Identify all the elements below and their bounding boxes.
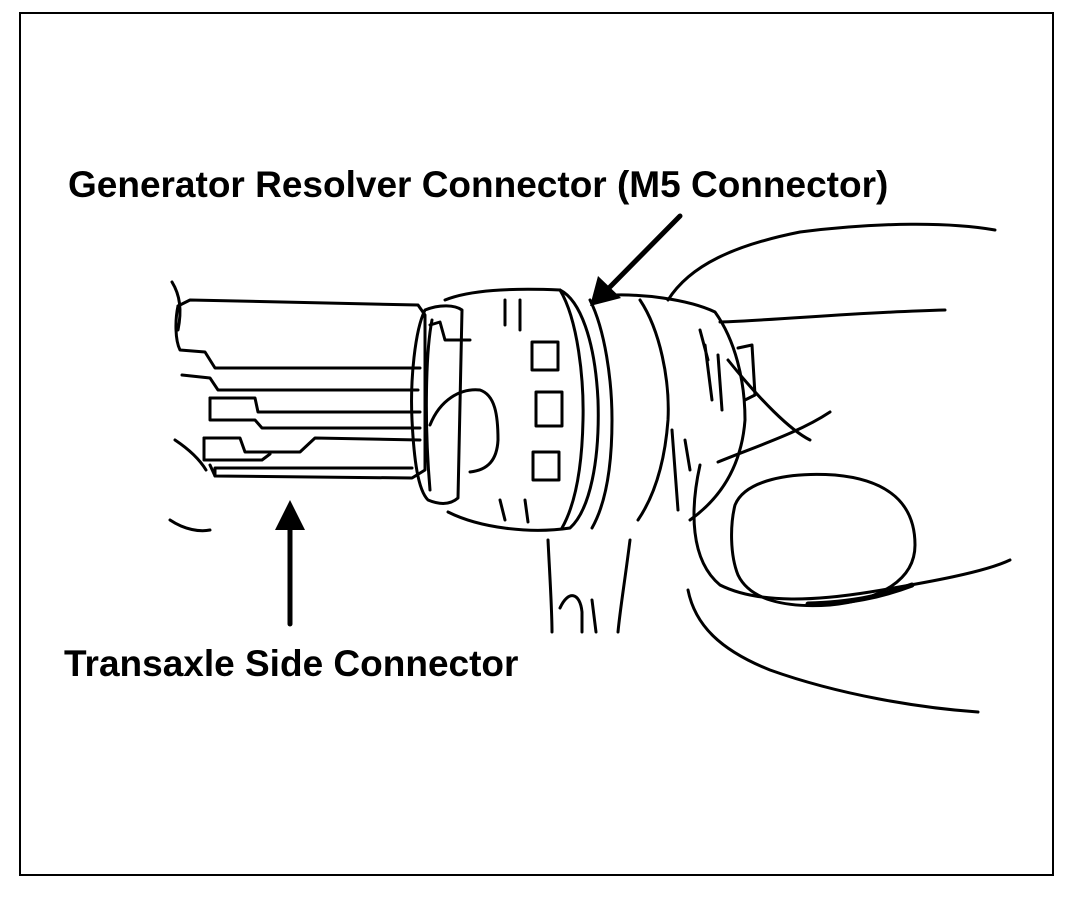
arrow-generator-head [590, 276, 621, 306]
hand-back-outline [718, 308, 947, 324]
latch-upper [208, 396, 422, 414]
hand-drawing [666, 222, 1012, 714]
thumb-outline [692, 463, 1012, 601]
arrow-generator-line [602, 213, 683, 295]
connector-flange [410, 304, 464, 505]
transaxle-housing [176, 298, 427, 480]
palm-outline [726, 358, 812, 442]
finger-outline [716, 410, 832, 464]
generator-connector-drawing [410, 287, 757, 634]
thumbnail-shade [805, 582, 915, 607]
figure-frame [19, 12, 1054, 876]
connector-sleeve [596, 293, 747, 522]
thumbnail-outline [730, 472, 917, 608]
arrow-transaxle-head [275, 500, 305, 530]
hand-upper-outline [666, 222, 997, 302]
hand-lower-outline [686, 588, 980, 714]
cable [546, 538, 554, 634]
connector-collar [443, 287, 600, 532]
generator-resolver-label: Generator Resolver Connector (M5 Connect… [68, 164, 889, 205]
latch-lower [202, 436, 422, 454]
transaxle-bracket [170, 280, 182, 332]
transaxle-side-label: Transaxle Side Connector [64, 643, 519, 684]
transaxle-connector-drawing [168, 280, 500, 533]
arrows [287, 213, 683, 627]
